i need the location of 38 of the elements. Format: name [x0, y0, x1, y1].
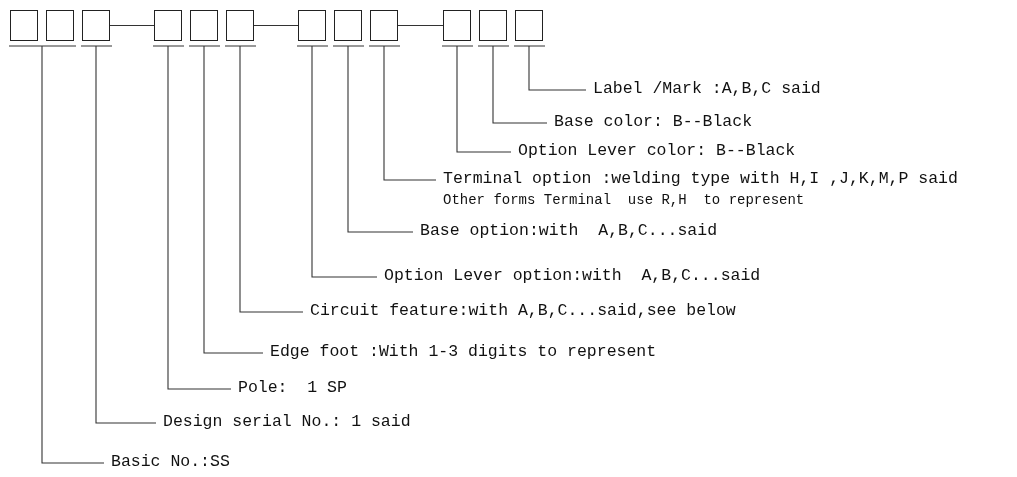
code-digit-box [334, 10, 362, 41]
code-field-description: Circuit feature:with A,B,C...said,see below [310, 302, 736, 321]
code-digit-box [443, 10, 471, 41]
leader-line [8, 45, 105, 464]
code-field-description: Edge foot :With 1-3 digits to represent [270, 343, 657, 362]
code-digit-box [10, 10, 38, 41]
code-field-description: Option Lever color: B--Black [518, 142, 796, 161]
leader-line [441, 45, 512, 153]
code-field-description: Base option:with A,B,C...said [420, 222, 718, 241]
leader-line [332, 45, 414, 233]
code-digit-box [479, 10, 507, 41]
separator-line [109, 24, 155, 27]
leader-line [513, 45, 587, 91]
code-digit-box [515, 10, 543, 41]
leader-line [80, 45, 157, 424]
code-field-description: Base color: B--Black [554, 113, 753, 132]
code-digit-box [154, 10, 182, 41]
code-field-description: Design serial No.: 1 said [163, 413, 411, 432]
code-digit-box [370, 10, 398, 41]
leader-line [188, 45, 264, 354]
code-field-description: Option Lever option:with A,B,C...said [384, 267, 761, 286]
code-digit-box [46, 10, 74, 41]
code-field-description: Terminal option :welding type with H,I ,J,K,M,P said [443, 170, 958, 189]
separator-line [253, 24, 299, 27]
leader-line [224, 45, 304, 313]
code-field-description: Pole: 1 SP [238, 379, 347, 398]
code-digit-box [226, 10, 254, 41]
separator-line [397, 24, 444, 27]
code-digit-box [298, 10, 326, 41]
leader-line [152, 45, 232, 390]
leader-line [477, 45, 548, 124]
code-field-note: Other forms Terminal use R,H to represent [443, 191, 806, 209]
code-field-description: Label /Mark :A,B,C said [593, 80, 821, 99]
code-digit-box [82, 10, 110, 41]
code-digit-box [190, 10, 218, 41]
code-field-description: Basic No.:SS [111, 453, 230, 472]
leader-line [296, 45, 378, 278]
leader-line [368, 45, 437, 181]
